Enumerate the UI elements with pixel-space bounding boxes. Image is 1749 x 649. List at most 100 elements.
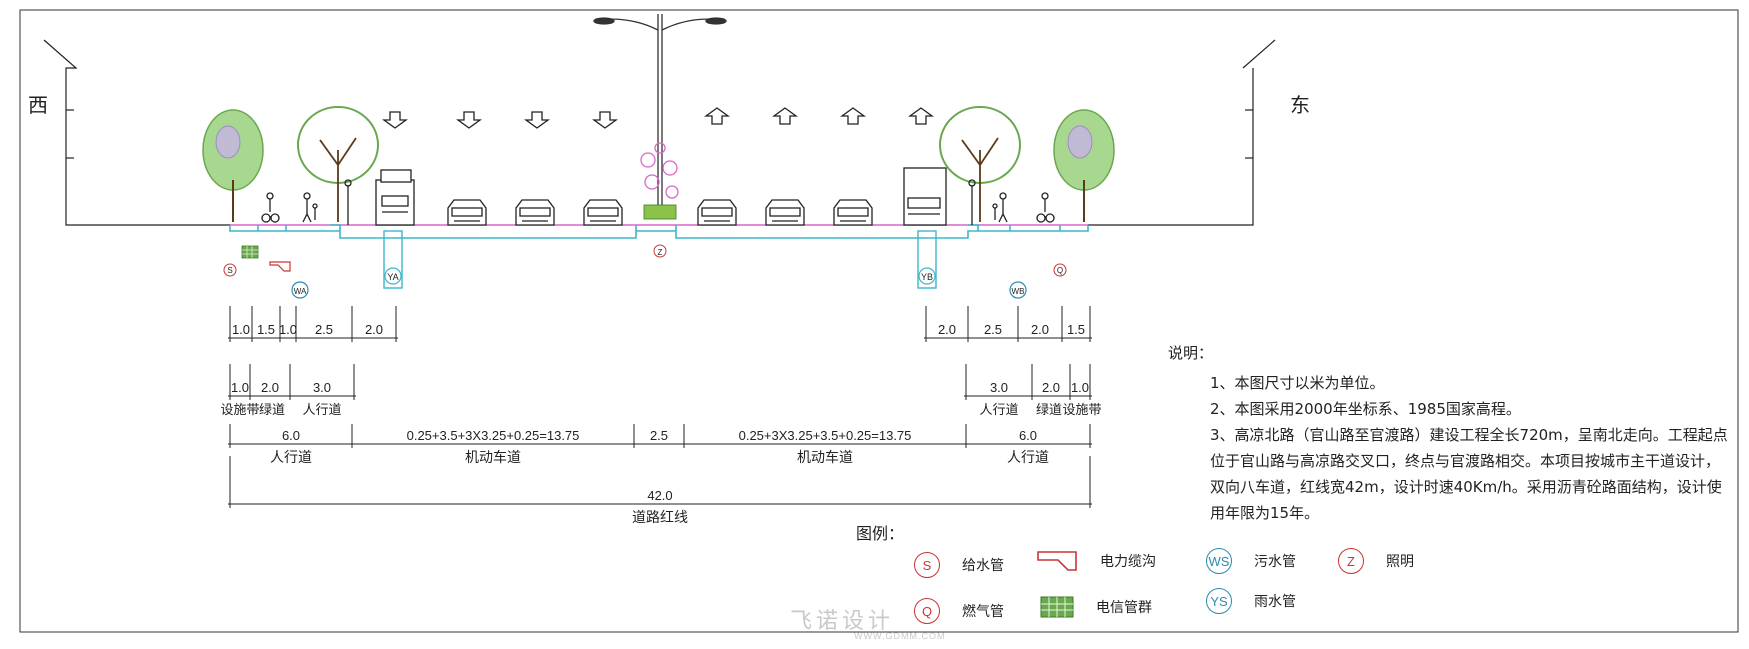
total-width-label: 道路红线 [632,510,688,526]
legend-item-telecom: 电信管群 [1040,596,1152,618]
power-cable-icon [1037,551,1077,571]
pipe-q-label: Q [1057,266,1063,275]
legend-item-water: S 给水管 [914,552,1004,578]
pipe-wb-label: WB [1012,287,1025,296]
car-icon [583,199,623,226]
lighting-z: Z [653,244,667,258]
car-icon [515,199,555,226]
dim3-right-road-label: 机动车道 [797,449,853,466]
telecom-grid [241,245,259,259]
dim-left-3: 1.0 [279,322,297,337]
pipe-wa-label: WA [294,287,307,296]
dim-left-2: 1.5 [257,322,275,337]
dim2-right-3: 1.0 [1071,380,1089,395]
legend-label-telecom: 电信管群 [1096,600,1152,616]
dim2-right-label-2: 绿道 [1036,403,1062,418]
dim3-left-road-label: 机动车道 [465,449,521,466]
pipe-z-label: Z [658,248,663,257]
right-building [1088,39,1276,226]
dim2-right-label-3: 设施带 [1062,403,1101,418]
tree-icon [297,106,379,222]
notes-line-3: 3、高凉北路（官山路至官渡路）建设工程全长720m，呈南北走向。工程起点位于官山… [1210,426,1728,522]
dim3-right-walk-label: 人行道 [1007,450,1049,466]
rain-pipe-ya: YA [383,230,403,289]
watermark-main: 飞诺设计 [790,608,895,633]
west-label: 西 [28,93,48,117]
notes-block: 说明： 1、本图尺寸以米为单位。 2、本图采用2000年坐标系、1985国家高程… [1168,340,1728,526]
dim-left-1: 1.0 [232,322,250,337]
notes-heading: 说明： [1168,344,1214,362]
dim3-left-walk-label: 人行道 [270,450,312,466]
truck-icon [375,169,415,226]
dim-right-4: 1.5 [1067,322,1085,337]
legend-label-sewer: 污水管 [1254,554,1296,570]
power-cable-trench [269,261,291,272]
watermark: 飞诺设计 WWW.GDMM.COM [790,603,945,641]
legend-label-power: 电力缆沟 [1100,554,1156,570]
legend-label-lighting: 照明 [1386,554,1414,570]
gas-pipe-icon: Q [914,598,940,624]
sewer-pipe-wb: WB [1009,281,1027,299]
dim2-left-label-3: 人行道 [302,403,341,418]
dim2-right-2: 2.0 [1042,380,1060,395]
pedestrian-icon [302,192,318,223]
car-icon [833,199,873,226]
truck-icon [903,167,947,226]
pedestrian-icon [992,192,1008,223]
tree-icon [202,109,264,222]
dim3-right-road: 0.25+3X3.25+3.5+0.25=13.75 [739,428,912,443]
car-icon [447,199,487,226]
dimension-lines [228,306,1092,508]
street-lamp-icon [593,14,727,210]
legend-label-gas: 燃气管 [962,604,1004,620]
road-structure [229,224,1089,239]
total-width: 42.0 [647,488,672,503]
dim2-right-label-1: 人行道 [979,403,1018,418]
street-light-small-icon [968,179,976,225]
legend: 图例： S 给水管 电力缆沟 WS 污水管 Z 照明 Q 燃气管 电信管群 YS… [856,520,1456,630]
pipe-s-label: S [227,266,232,275]
notes-line-2: 2、本图采用2000年坐标系、1985国家高程。 [1210,400,1521,418]
watermark-sub: WWW.GDMM.COM [854,631,946,641]
dim2-left-label-1: 设施带 [220,403,259,418]
dim3-right-walk: 6.0 [1019,428,1037,443]
water-pipe-icon: S [914,552,940,578]
legend-label-water: 给水管 [962,558,1004,574]
legend-item-gas: Q 燃气管 [914,598,1004,624]
water-pipe-s: S [223,263,237,277]
dim2-left-1: 1.0 [231,380,249,395]
dim2-left-2: 2.0 [261,380,279,395]
sewer-pipe-icon: WS [1206,548,1232,574]
legend-item-rain: YS 雨水管 [1206,588,1296,614]
dim-left-4: 2.5 [315,322,333,337]
legend-item-power: 电力缆沟 [1036,550,1156,572]
westbound-arrows [382,111,618,129]
dim-right-2: 2.5 [984,322,1002,337]
car-icon [697,199,737,226]
lighting-icon: Z [1338,548,1364,574]
legend-label-rain: 雨水管 [1254,594,1296,610]
dim-right-1: 2.0 [938,322,956,337]
gas-pipe-q: Q [1053,263,1067,277]
legend-title: 图例： [856,524,905,543]
rain-pipe-icon: YS [1206,588,1232,614]
car-icon [765,199,805,226]
telecom-grid-icon [1040,596,1074,618]
median-flower-bed [640,142,679,220]
legend-item-sewer: WS 污水管 [1206,548,1296,574]
dim2-left-3: 3.0 [313,380,331,395]
pipe-ya-label: YA [387,272,398,282]
legend-item-lighting: Z 照明 [1338,548,1414,574]
east-label: 东 [1290,93,1310,117]
cyclist-icon [1036,192,1055,223]
eastbound-arrows [704,107,934,125]
notes-line-1: 1、本图尺寸以米为单位。 [1210,374,1385,392]
dim3-median: 2.5 [650,428,668,443]
drawing-frame [19,9,1739,633]
dim2-right-1: 3.0 [990,380,1008,395]
dim-left-5: 2.0 [365,322,383,337]
dim2-left-label-2: 绿道 [259,403,285,418]
dim3-left-walk: 6.0 [282,428,300,443]
tree-icon [939,106,1021,222]
